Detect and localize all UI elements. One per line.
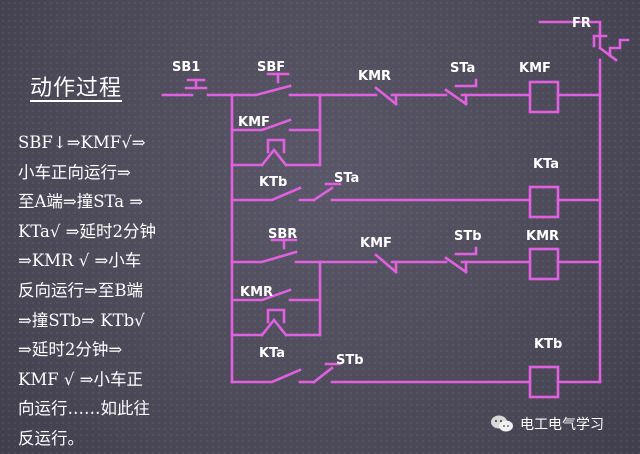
description-line: ⇒延时2分钟⇒: [18, 340, 123, 360]
kmf-coil: [528, 80, 560, 114]
description-line: 反运行。: [18, 428, 84, 448]
ktb-coil: [528, 365, 560, 399]
label-kmr-hold: KMR: [240, 285, 273, 300]
label-kmr-coil: KMR: [526, 229, 559, 244]
label-kmr-nc: KMR: [358, 69, 391, 84]
stb-nc-contact: [430, 246, 532, 274]
kmr-hold-contact: [230, 260, 322, 337]
label-sta-no: STa: [334, 171, 359, 186]
description-line: 小车正向运行⇒: [18, 162, 131, 182]
sta-nc-contact: [430, 78, 532, 106]
description-line: 至A端⇒撞STa ⇒: [18, 192, 144, 212]
label-kta-coil: KTa: [533, 157, 559, 172]
kta-contact: [230, 368, 316, 384]
watermark-text: 电工电气学习: [520, 417, 604, 433]
label-sta-nc: STa: [450, 61, 475, 76]
description-line: 反向运行⇒至B端: [18, 280, 143, 300]
description-line: ⇒撞STb⇒ KTb√: [18, 310, 145, 330]
kmr-coil: [528, 247, 560, 281]
label-sb1: SB1: [172, 60, 200, 75]
description-line: ⇒KMR √ ⇒小车: [18, 251, 142, 271]
label-kmf-coil: KMF: [519, 61, 551, 76]
label-fr: FR: [572, 16, 591, 31]
sb1-button: [176, 78, 234, 97]
label-kta-contact: KTa: [259, 346, 285, 361]
sta-no-contact: [312, 182, 532, 202]
kmf-nc-contact: [318, 253, 434, 274]
fr-contact: [538, 20, 630, 86]
label-kmf-nc: KMF: [360, 236, 392, 251]
stb-no-contact: [312, 362, 532, 384]
wechat-icon: [491, 415, 513, 432]
label-sbf: SBF: [257, 60, 285, 75]
label-sbr: SBR: [268, 227, 297, 242]
slide-title: 动作过程: [30, 76, 123, 101]
kmr-nc-contact: [318, 86, 434, 106]
process-description: SBF↓⇒KMF√⇒ 小车正向运行⇒ 至A端⇒撞STa ⇒ KTa√ ⇒延时2分…: [18, 128, 213, 454]
description-line: SBF↓⇒KMF√⇒: [18, 133, 146, 152]
watermark: 电工电气学习: [490, 411, 604, 437]
ktb-contact: [230, 186, 316, 202]
label-kmf-hold: KMF: [238, 115, 270, 130]
kmf-hold-contact: [230, 93, 322, 167]
sbr-button: [230, 238, 322, 264]
kta-coil: [528, 185, 560, 219]
label-stb-nc: STb: [454, 229, 482, 244]
label-ktb-coil: KTb: [534, 337, 562, 352]
sbf-button: [230, 72, 322, 97]
description-line: KMF √ ⇒小车正: [18, 369, 143, 389]
description-line: 向运行……如此往: [18, 399, 150, 419]
label-ktb-contact: KTb: [259, 175, 287, 190]
description-line: KTa√ ⇒延时2分钟: [18, 221, 156, 241]
label-stb-no: STb: [336, 353, 364, 368]
